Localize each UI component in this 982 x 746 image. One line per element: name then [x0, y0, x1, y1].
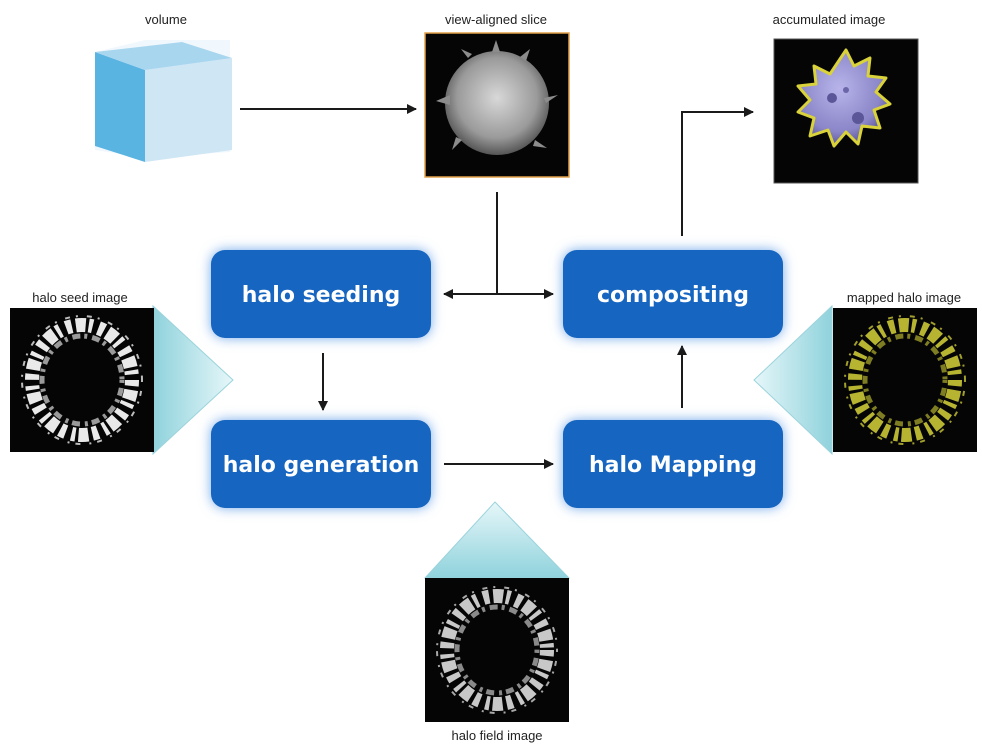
mapped-halo-image-label: mapped halo image [847, 290, 961, 305]
halo-seeding-label: halo seeding [242, 283, 400, 308]
volume-label: volume [145, 12, 187, 27]
halo-mapping-node: halo Mapping [563, 420, 783, 508]
mapped-funnel [753, 304, 833, 456]
halo-field-image-label: halo field image [451, 728, 542, 743]
compositing-to-accumulated-arrow [681, 107, 754, 236]
accumulated-image-label: accumulated image [773, 12, 886, 27]
accumulated-image [773, 38, 919, 184]
compositing-node: compositing [563, 250, 783, 338]
halo-field-image [425, 578, 569, 722]
mapped-halo-image [833, 308, 977, 452]
halo-seed-image [10, 308, 154, 452]
halo-seed-image-label: halo seed image [32, 290, 127, 305]
view-aligned-slice-image [424, 32, 570, 178]
halo-mapping-label: halo Mapping [589, 453, 757, 478]
halo-generation-label: halo generation [223, 453, 420, 478]
compositing-label: compositing [597, 283, 749, 308]
halo-seeding-node: halo seeding [211, 250, 431, 338]
halo-generation-node: halo generation [211, 420, 431, 508]
view-aligned-slice-label: view-aligned slice [445, 12, 547, 27]
field-funnel [423, 501, 571, 579]
volume-cube-icon [95, 40, 232, 162]
